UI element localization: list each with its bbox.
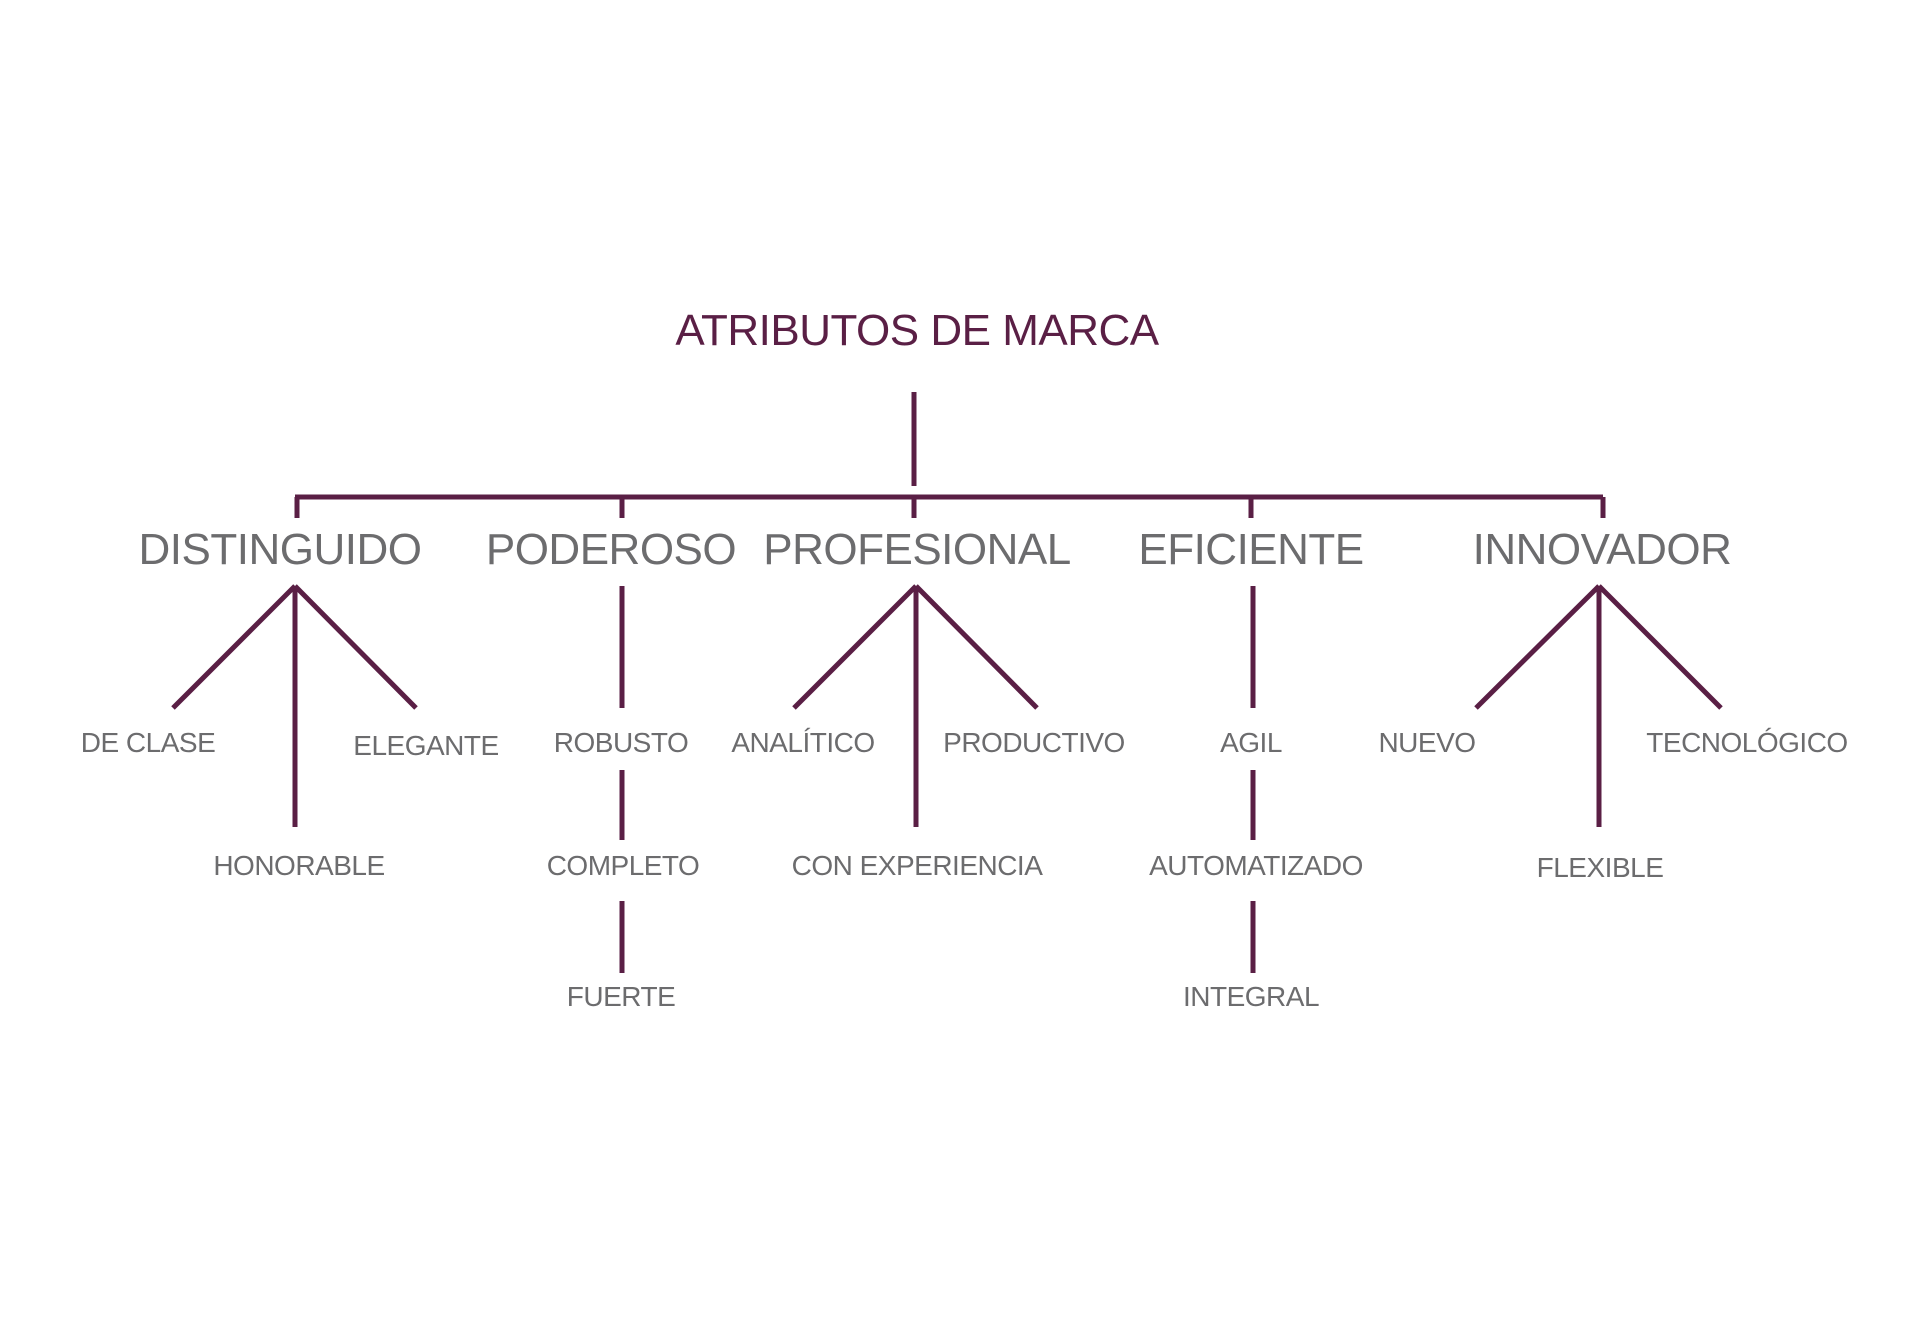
attribute-de-clase: DE CLASE (80, 727, 216, 758)
fan-left-innovador (1474, 584, 1601, 710)
fan-right-distinguido (293, 584, 418, 710)
attribute-agil: AGIL (1220, 727, 1282, 758)
category-label-profesional: PROFESIONAL (763, 525, 1071, 574)
attribute-analitico: ANALÍTICO (731, 727, 875, 758)
attribute-integral: INTEGRAL (1182, 981, 1320, 1012)
attribute-tecnologico: TECNOLÓGICO (1646, 727, 1848, 758)
category-label-innovador: INNOVADOR (1472, 525, 1732, 574)
attribute-nuevo: NUEVO (1378, 727, 1476, 758)
attribute-con-experiencia: CON EXPERIENCIA (791, 850, 1043, 881)
category-label-distinguido: DISTINGUIDO (138, 525, 422, 574)
fan-right-profesional (914, 584, 1039, 710)
attribute-completo: COMPLETO (546, 850, 700, 881)
fan-left-distinguido (171, 584, 297, 710)
attribute-productivo: PRODUCTIVO (943, 727, 1125, 758)
attribute-fuerte: FUERTE (566, 981, 676, 1012)
attribute-elegante: ELEGANTE (353, 730, 499, 761)
fan-right-innovador (1597, 584, 1723, 710)
attribute-robusto: ROBUSTO (553, 727, 689, 758)
attribute-automatizado: AUTOMATIZADO (1149, 850, 1363, 881)
category-label-eficiente: EFICIENTE (1138, 525, 1364, 574)
category-label-poderoso: PODEROSO (485, 525, 737, 574)
diagram-title: ATRIBUTOS DE MARCA (675, 306, 1159, 355)
fan-left-profesional (792, 584, 918, 710)
attribute-flexible: FLEXIBLE (1536, 852, 1664, 883)
attribute-honorable: HONORABLE (213, 850, 385, 881)
